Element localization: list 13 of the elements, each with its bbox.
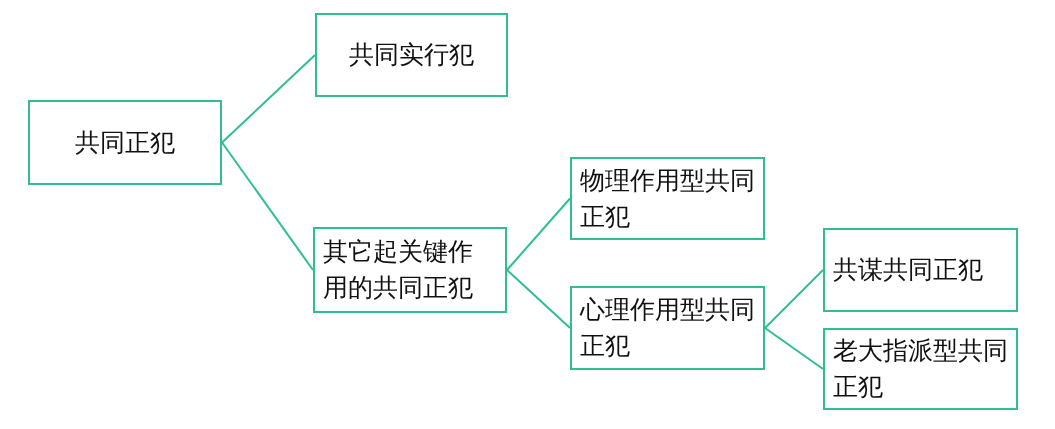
category-box: 其它起关键作用的共同正犯 xyxy=(313,227,507,313)
category-box: 共谋共同正犯 xyxy=(823,228,1018,312)
connector-line xyxy=(506,269,571,329)
connector-line xyxy=(506,197,571,271)
connector-line xyxy=(221,141,314,271)
category-box: 物理作用型共同正犯 xyxy=(570,157,765,240)
category-box: 老大指派型共同正犯 xyxy=(823,328,1018,410)
connector-line xyxy=(764,269,824,329)
category-box: 心理作用型共同正犯 xyxy=(570,286,765,370)
connector-line xyxy=(221,54,316,144)
category-box: 共同正犯 xyxy=(28,100,222,185)
category-box: 共同实行犯 xyxy=(315,13,508,97)
connector-line xyxy=(764,327,824,370)
